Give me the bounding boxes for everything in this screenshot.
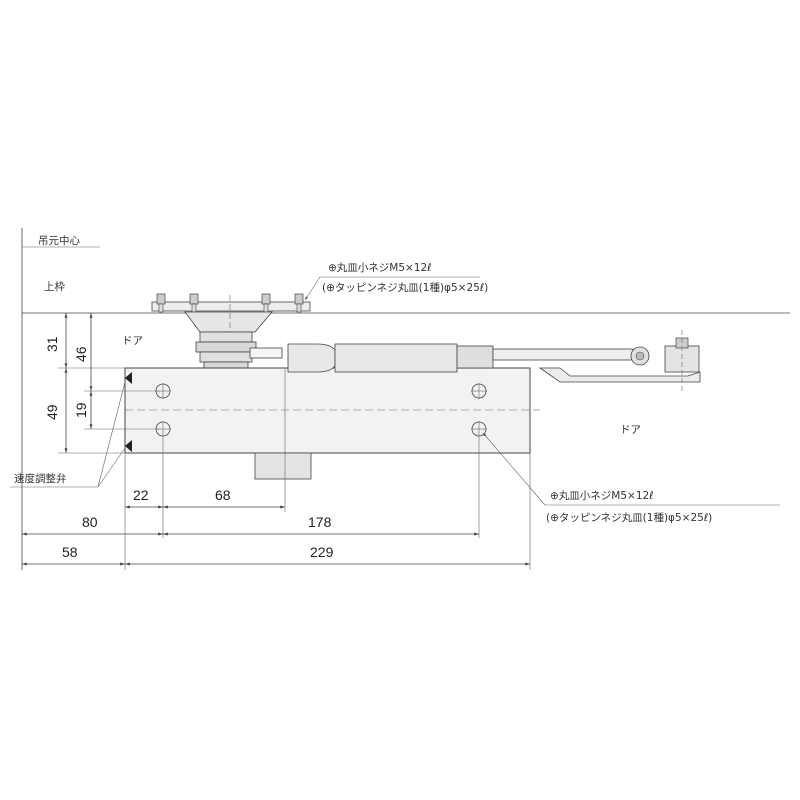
bracket-bolt-1 [156,293,166,313]
body-screw-line1: ⊕丸皿小ネジM5×12ℓ [550,489,654,502]
bracket-bolt-4 [294,293,304,313]
speed-valve-callout: 速度調整弁 [10,381,126,488]
dim-68: 68 [163,487,285,509]
top-screw-line2: (⊕タッピンネジ丸皿(1種)φ5×25ℓ) [322,281,488,294]
dim-178: 178 [163,514,479,536]
dim-31-text: 31 [44,336,60,352]
speed-valve-label: 速度調整弁 [14,472,67,485]
top-screw-line1: ⊕丸皿小ネジM5×12ℓ [328,261,432,274]
dim-49-text: 49 [44,404,60,420]
dim-229-text: 229 [310,544,334,560]
top-frame-label: 上枠 [44,280,65,293]
dim-46: 46 [73,313,160,392]
door-label-right: ドア [620,424,641,436]
spindle [254,452,312,480]
dim-68-text: 68 [215,487,231,503]
body-screw-line2: (⊕タッピンネジ丸皿(1種)φ5×25ℓ) [546,511,712,524]
top-screw-callout: ⊕丸皿小ネジM5×12ℓ (⊕タッピンネジ丸皿(1種)φ5×25ℓ) [304,261,488,301]
dim-58-text: 58 [62,544,78,560]
dim-22: 22 [125,487,163,509]
hinge-center-label: 吊元中心 [38,234,80,247]
dim-19-text: 19 [73,402,89,418]
body-screw-callout: ⊕丸皿小ネジM5×12ℓ (⊕タッピンネジ丸皿(1種)φ5×25ℓ) [482,432,780,524]
dim-229: 229 [125,544,530,566]
body-screw-3 [471,383,487,399]
dim-19: 19 [73,391,160,430]
closer-arm [287,330,701,392]
speed-valve-top [125,372,132,384]
dim-22-text: 22 [133,487,149,503]
dim-49: 49 [44,368,125,454]
top-bracket [151,293,311,340]
body-screw-4 [471,421,487,437]
dim-80: 80 [22,514,163,536]
speed-valve-bottom [125,440,132,452]
dim-31: 31 [44,313,125,369]
closer-body [124,367,531,454]
dim-46-text: 46 [73,346,89,362]
dim-80-text: 80 [82,514,98,530]
door-label-left: ドア [122,335,143,347]
dim-178-text: 178 [308,514,332,530]
dim-58: 58 [22,544,125,566]
